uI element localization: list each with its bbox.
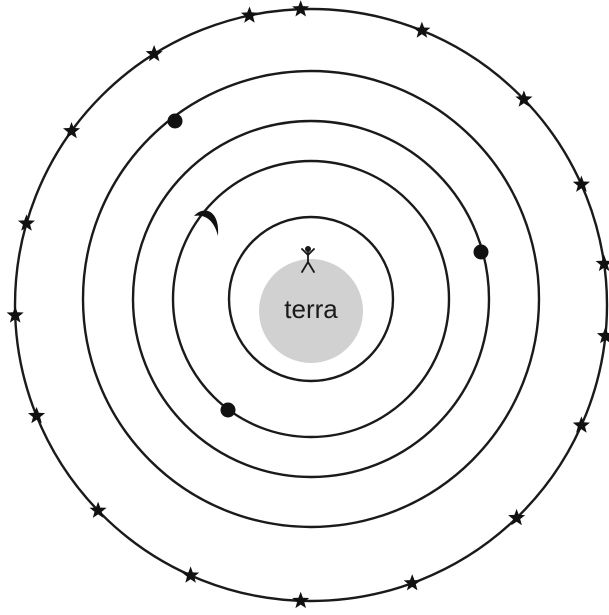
- crescent-moon-icon: [194, 211, 218, 236]
- planet-dot-icon: [168, 114, 183, 129]
- planet-dot-icon: [474, 245, 489, 260]
- planet-dot-icon: [221, 403, 236, 418]
- star-icon: [292, 0, 309, 16]
- star-icon: [404, 574, 421, 590]
- star-icon: [292, 592, 309, 608]
- star-icon: [182, 566, 199, 582]
- earth-label: terra: [284, 294, 338, 324]
- star-icon: [573, 416, 590, 432]
- star-icon: [18, 214, 35, 230]
- star-icon: [241, 7, 258, 23]
- star-icon: [413, 22, 430, 38]
- star-icon: [28, 407, 45, 423]
- star-icon: [573, 176, 590, 192]
